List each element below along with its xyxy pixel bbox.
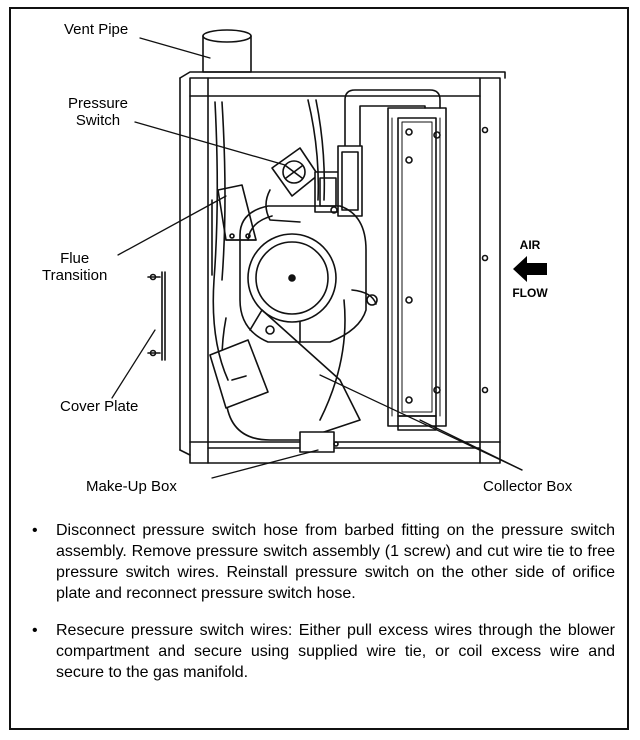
instruction-text: Disconnect pressure switch hose from bar…	[56, 522, 615, 602]
flue-transition-label-line1: Flue	[60, 250, 90, 267]
air-label: AIR	[519, 238, 541, 252]
figure-frame	[9, 7, 629, 730]
vent-pipe-label: Vent Pipe	[64, 21, 129, 38]
instruction-text: Resecure pressure switch wires: Either p…	[56, 622, 615, 681]
make-up-box-shape	[299, 431, 339, 453]
airflow-indicator: AIR FLOW	[500, 238, 560, 300]
pressure-switch-label-line2: Switch	[75, 112, 121, 129]
vent-pipe-shape	[202, 29, 252, 73]
pressure-switch-shape	[265, 145, 363, 223]
inducer-blower-shape	[239, 205, 378, 343]
pressure-hose	[344, 89, 441, 151]
instruction-item: • Disconnect pressure switch hose from b…	[30, 520, 615, 604]
bullet-marker: •	[32, 522, 38, 539]
duct-shape	[209, 299, 361, 441]
wiring-shape	[212, 99, 326, 381]
pressure-switch-label-line1: Pressure	[68, 95, 129, 112]
flow-label: FLOW	[512, 286, 548, 300]
instruction-list: • Disconnect pressure switch hose from b…	[30, 520, 615, 699]
furnace-illustration	[111, 29, 523, 479]
left-arrow-icon	[513, 256, 547, 282]
cabinet-outline	[179, 71, 506, 464]
pressure-switch-label: Pressure Switch	[68, 95, 128, 129]
bullet-marker: •	[32, 622, 38, 639]
flue-transition-label-line2: Transition	[42, 267, 108, 284]
collector-box-shape	[387, 107, 447, 431]
collector-box-label: Collector Box	[483, 478, 573, 495]
flue-transition-label: Flue Transition	[42, 250, 107, 284]
instruction-item: • Resecure pressure switch wires: Either…	[30, 620, 615, 683]
cover-plate-label: Cover Plate	[60, 398, 139, 415]
flue-transition-shape	[211, 184, 257, 276]
cover-plate-shape	[147, 271, 166, 361]
make-up-box-label: Make-Up Box	[86, 478, 177, 495]
